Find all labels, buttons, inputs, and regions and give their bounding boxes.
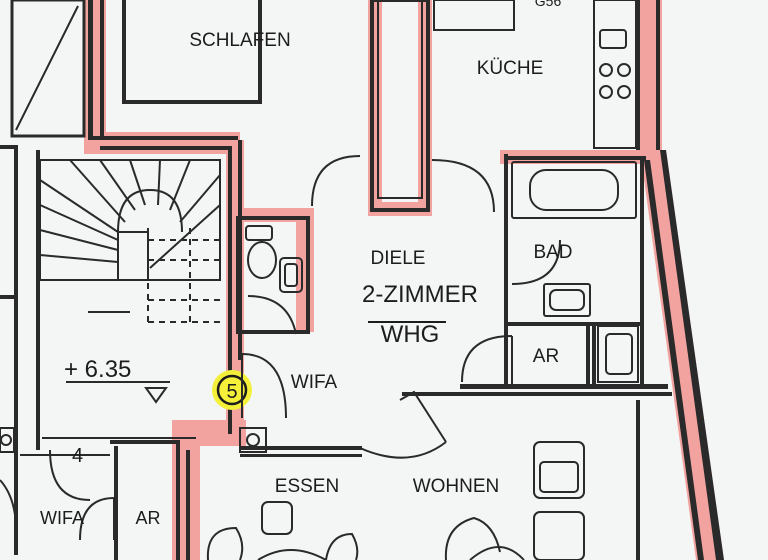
room-label-ar-right: AR: [533, 346, 559, 367]
room-label-wifa-left: WIFA: [40, 508, 84, 528]
walls: [0, 0, 724, 560]
staircase: [20, 159, 222, 456]
fixtures: [0, 161, 639, 560]
room-labels: SCHLAFEN KÜCHE G56 DIELE 2-ZIMMER WHG BA…: [40, 0, 573, 528]
stair-number: 4: [72, 445, 83, 467]
unit-marker-number: 5: [226, 381, 237, 403]
room-label-kueche-partial: G56: [535, 0, 562, 9]
room-label-bad: BAD: [533, 242, 572, 263]
apartment-abbr-label: WHG: [381, 321, 440, 348]
room-label-essen: ESSEN: [275, 476, 339, 497]
room-label-kueche: KÜCHE: [477, 58, 544, 79]
doors: [0, 155, 561, 541]
room-label-ar-left: AR: [135, 508, 160, 528]
apartment-type-label: 2-ZIMMER: [362, 281, 478, 308]
room-label-schlafen: SCHLAFEN: [189, 30, 290, 51]
room-label-wifa-center: WIFA: [291, 372, 338, 393]
level-label: + 6.35: [64, 356, 131, 383]
level-marker: + 6.35: [64, 356, 170, 404]
unit-marker: 5: [212, 370, 252, 410]
room-label-wohnen: WOHNEN: [413, 476, 500, 497]
room-label-diele: DIELE: [371, 248, 426, 269]
